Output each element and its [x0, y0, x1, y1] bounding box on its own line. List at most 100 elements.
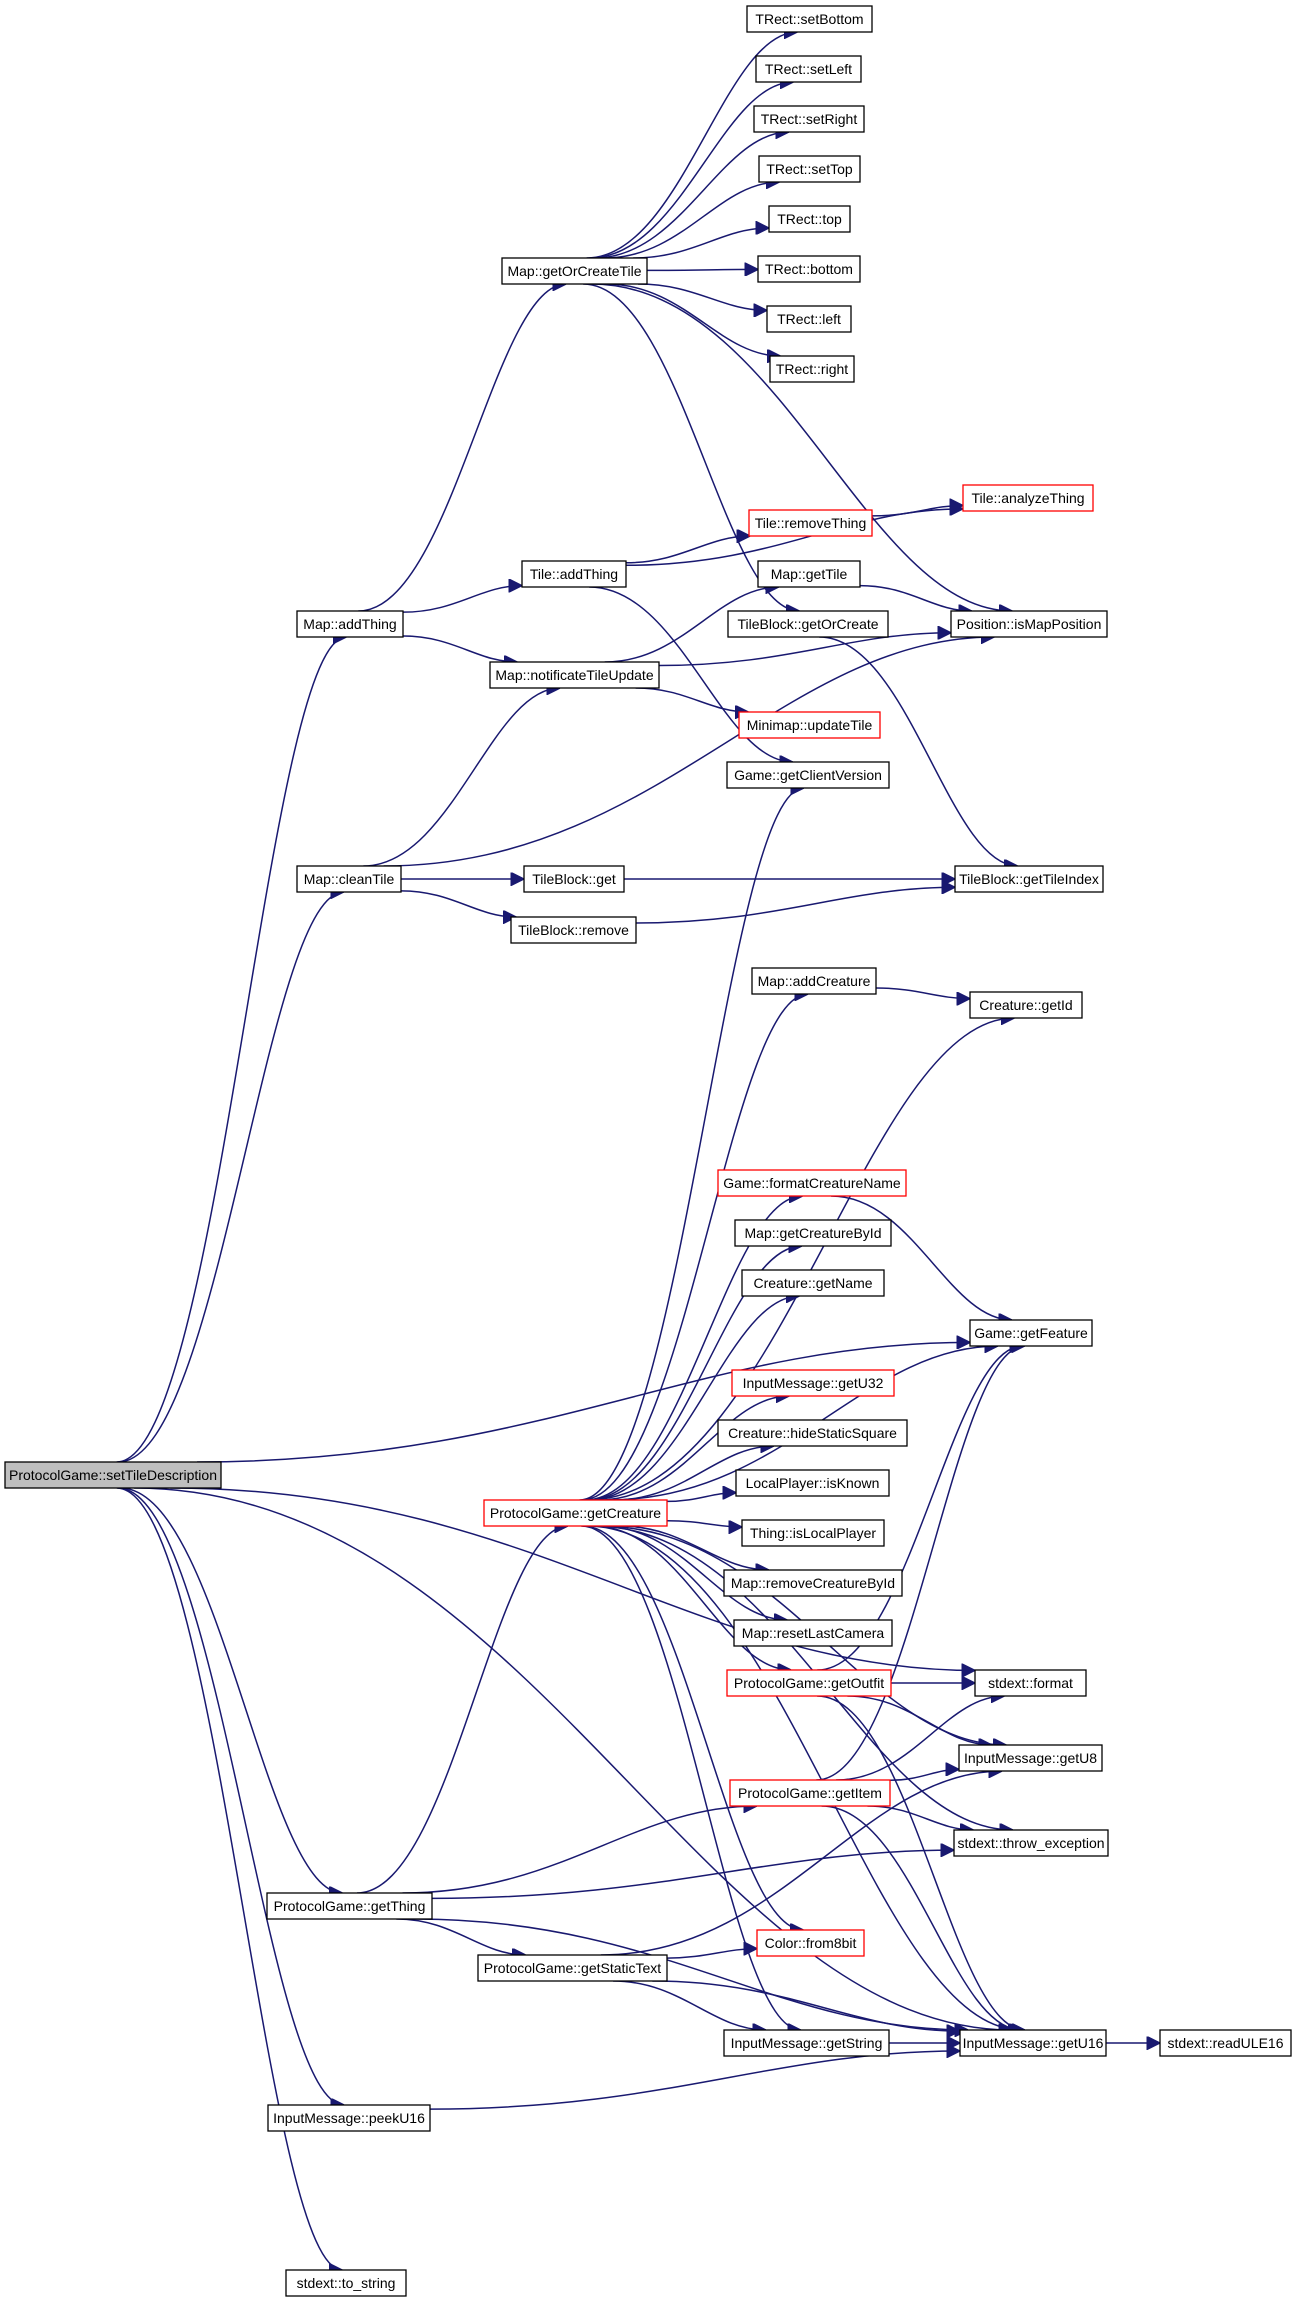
edge-n44-to-n43	[666, 1949, 757, 1959]
edge-n33-to-n31	[614, 1446, 774, 1501]
node-n46[interactable]: InputMessage::getU16	[959, 2029, 1107, 2057]
edge-n9-to-n16	[591, 283, 1012, 611]
node-n38[interactable]: stdext::format	[974, 1669, 1087, 1697]
edge-n17-to-n13	[604, 587, 779, 663]
node-n35[interactable]: Map::removeCreatureById	[723, 1569, 903, 1597]
node-n29[interactable]: Game::getFeature	[969, 1319, 1093, 1347]
node-n21[interactable]: TileBlock::get	[523, 865, 625, 893]
edge-n40-to-n41	[867, 1805, 973, 1830]
node-n20[interactable]: Map::cleanTile	[296, 865, 402, 893]
node-n37[interactable]: ProtocolGame::getOutfit	[726, 1669, 892, 1697]
node-box	[723, 2029, 890, 2057]
edge-root-to-n14	[116, 637, 347, 1463]
node-n31[interactable]: Creature::hideStaticSquare	[717, 1419, 908, 1447]
node-n47[interactable]: stdext::readULE16	[1159, 2029, 1292, 2057]
node-n8[interactable]: TRect::right	[769, 355, 855, 383]
node-n10[interactable]: Tile::analyzeThing	[962, 484, 1094, 512]
node-n43[interactable]: Color::from8bit	[756, 1929, 865, 1957]
node-n30[interactable]: InputMessage::getU32	[731, 1369, 895, 1397]
node-n42[interactable]: ProtocolGame::getThing	[266, 1892, 433, 1920]
node-n40[interactable]: ProtocolGame::getItem	[729, 1779, 891, 1807]
node-box	[738, 711, 881, 739]
node-n4[interactable]: TRect::setTop	[758, 155, 861, 183]
node-n27[interactable]: Map::getCreatureById	[734, 1219, 892, 1247]
node-n48[interactable]: InputMessage::peekU16	[267, 2104, 431, 2132]
node-label: Game::getFeature	[974, 1325, 1088, 1341]
node-n9[interactable]: Map::getOrCreateTile	[501, 257, 648, 285]
edge-n42-to-n41	[431, 1850, 954, 1900]
node-n26[interactable]: Game::formatCreatureName	[717, 1169, 907, 1197]
node-box	[969, 991, 1083, 1019]
node-box	[958, 1744, 1103, 1772]
edge-n33-to-n35	[619, 1525, 769, 1570]
node-label: Thing::isLocalPlayer	[750, 1525, 876, 1541]
edge-n33-to-n45	[581, 1525, 801, 2030]
edge-n17-to-n18	[635, 687, 749, 712]
node-n13[interactable]: Map::getTile	[757, 560, 861, 588]
node-box	[523, 865, 625, 893]
node-n39[interactable]: InputMessage::getU8	[958, 1744, 1103, 1772]
node-box	[757, 255, 861, 283]
node-n44[interactable]: ProtocolGame::getStaticText	[477, 1954, 668, 1982]
node-n41[interactable]: stdext::throw_exception	[953, 1829, 1109, 1857]
node-n36[interactable]: Map::resetLastCamera	[733, 1619, 893, 1647]
node-n24[interactable]: Map::addCreature	[751, 967, 877, 995]
node-n45[interactable]: InputMessage::getString	[723, 2029, 890, 2057]
node-n5[interactable]: TRect::top	[768, 205, 851, 233]
node-root[interactable]: ProtocolGame::setTileDescription	[4, 1461, 222, 1489]
node-n17[interactable]: Map::notificateTileUpdate	[489, 661, 660, 689]
node-n14[interactable]: Map::addThing	[296, 610, 404, 638]
node-label: Minimap::updateTile	[747, 717, 873, 733]
edge-n33-to-n25	[587, 1018, 1014, 1501]
edge-root-to-n20	[118, 892, 344, 1463]
edge-root-to-n49	[116, 1487, 343, 2270]
node-label: InputMessage::getU32	[743, 1375, 884, 1391]
edge-n44-to-n46	[652, 1980, 960, 2031]
node-n7[interactable]: TRect::left	[766, 305, 852, 333]
node-n15[interactable]: TileBlock::getOrCreate	[727, 610, 889, 638]
node-label: ProtocolGame::getCreature	[490, 1505, 661, 1521]
node-box	[962, 484, 1094, 512]
edge-root-to-n48	[117, 1487, 344, 2105]
node-n49[interactable]: stdext::to_string	[285, 2269, 407, 2297]
node-n1[interactable]: TRect::setBottom	[746, 5, 873, 33]
node-n25[interactable]: Creature::getId	[969, 991, 1083, 1019]
node-n19[interactable]: Game::getClientVersion	[726, 761, 890, 789]
node-n32[interactable]: LocalPlayer::isKnown	[735, 1469, 890, 1497]
node-box	[735, 1469, 890, 1497]
node-n16[interactable]: Position::isMapPosition	[950, 610, 1108, 638]
node-n22[interactable]: TileBlock::getTileIndex	[954, 865, 1104, 893]
node-box	[733, 1619, 893, 1647]
node-n11[interactable]: Tile::removeThing	[748, 509, 873, 537]
edge-n15-to-n22	[819, 636, 1017, 866]
node-label: TileBlock::get	[532, 871, 616, 887]
node-n3[interactable]: TRect::setRight	[753, 105, 865, 133]
edge-n9-to-n6	[646, 269, 758, 270]
node-n34[interactable]: Thing::isLocalPlayer	[741, 1519, 885, 1547]
node-n12[interactable]: Tile::addThing	[521, 560, 627, 588]
node-label: Game::getClientVersion	[734, 767, 882, 783]
node-box	[769, 355, 855, 383]
node-box	[489, 661, 660, 689]
node-box	[950, 610, 1108, 638]
node-n2[interactable]: TRect::setLeft	[755, 55, 862, 83]
node-n23[interactable]: TileBlock::remove	[510, 916, 637, 944]
node-box	[953, 1829, 1109, 1857]
edge-n17-to-n16	[658, 633, 951, 667]
edge-n9-to-n5	[633, 228, 769, 259]
node-box	[741, 1269, 885, 1297]
node-box	[726, 1669, 892, 1697]
node-n18[interactable]: Minimap::updateTile	[738, 711, 881, 739]
edge-n13-to-n16	[859, 584, 972, 611]
edge-n11-to-n10	[871, 505, 963, 517]
node-box	[741, 1519, 885, 1547]
node-box	[267, 2104, 431, 2132]
edge-n33-to-n26	[584, 1196, 803, 1501]
node-box	[954, 865, 1104, 893]
node-n33[interactable]: ProtocolGame::getCreature	[483, 1499, 668, 1527]
edge-n9-to-n1	[586, 32, 798, 259]
node-n28[interactable]: Creature::getName	[741, 1269, 885, 1297]
node-n6[interactable]: TRect::bottom	[757, 255, 861, 283]
node-label: Map::addThing	[303, 616, 396, 632]
node-label: LocalPlayer::isKnown	[746, 1475, 880, 1491]
